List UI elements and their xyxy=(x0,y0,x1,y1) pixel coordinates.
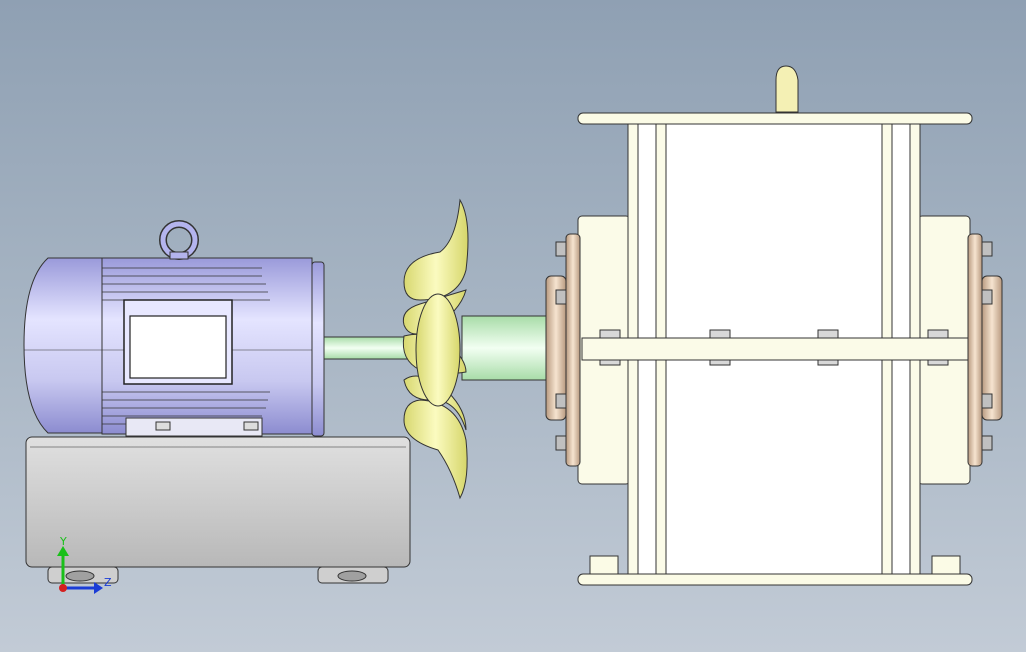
flange-bolts xyxy=(555,241,993,451)
triad-y-label: Y xyxy=(59,535,67,548)
triad-icon: Y Z xyxy=(57,535,112,594)
drive-shaft[interactable] xyxy=(323,315,553,381)
motor-base[interactable] xyxy=(25,436,411,584)
triad-z-label: Z xyxy=(104,576,112,589)
impeller-fan[interactable] xyxy=(402,198,469,500)
electric-motor[interactable] xyxy=(23,220,325,437)
lifting-eye xyxy=(159,220,199,260)
crossbar-bolts xyxy=(599,329,949,366)
housing-assembly[interactable] xyxy=(545,65,1003,586)
